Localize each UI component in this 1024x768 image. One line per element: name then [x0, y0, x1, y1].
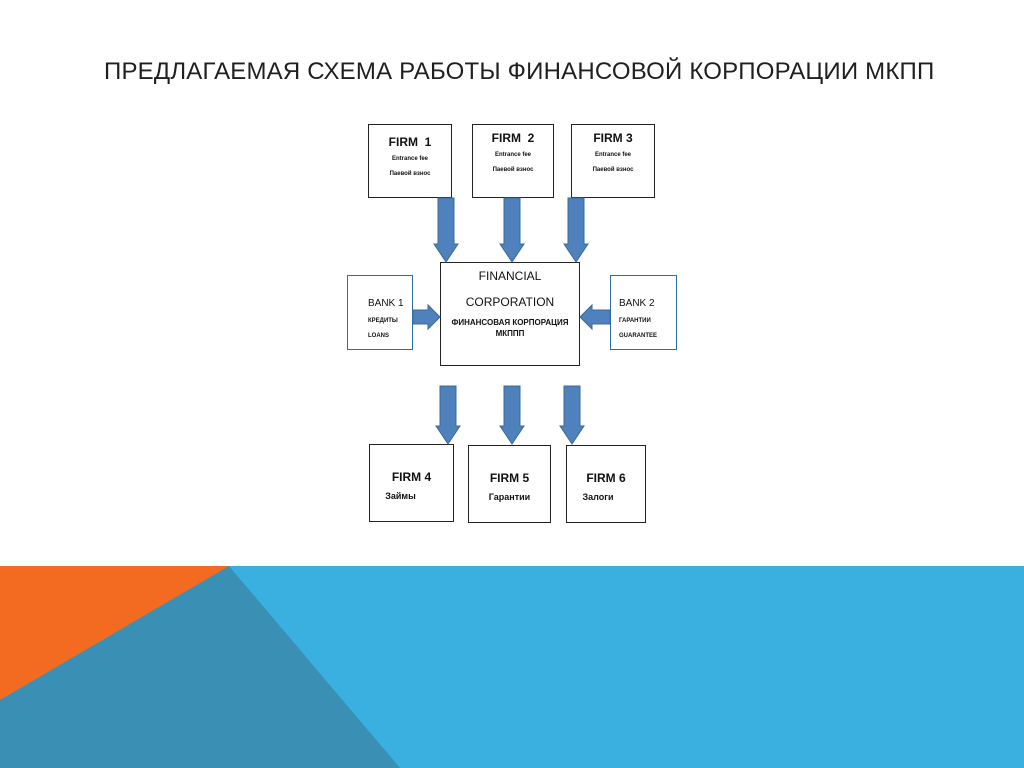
band-teal [0, 566, 400, 768]
arrow-corp-to-firm5 [499, 385, 525, 445]
bank-1-name: BANK 1 [368, 298, 404, 309]
firm-3-name: FIRM 3 [593, 131, 633, 145]
firm-2-name: FIRM 2 [491, 131, 535, 145]
arrow-corp-to-firm4 [435, 385, 461, 445]
firm-3-box: FIRM 3 Entrance fee Паевой взнос [571, 124, 655, 198]
firm-5-line1: Гарантии [488, 492, 531, 502]
bank-2-box: BANK 2 ГАРАНТИИ GUARANTEE [610, 275, 677, 350]
bank-2-name: BANK 2 [619, 298, 655, 309]
firm-4-name: FIRM 4 [391, 470, 432, 484]
slide-title: ПРЕДЛАГАЕМАЯ СХЕМА РАБОТЫ ФИНАНСОВОЙ КОР… [104, 58, 935, 85]
firm-6-name: FIRM 6 [586, 471, 626, 485]
firm-5-name: FIRM 5 [489, 471, 530, 485]
corporation-line4: МКППП [495, 329, 525, 338]
arrow-firm1-to-corp [433, 197, 459, 263]
corporation-line1: FINANCIAL [478, 269, 542, 283]
firm-4-box: FIRM 4 Займы [369, 444, 454, 522]
firm-3-line2: Паевой взнос [592, 167, 634, 173]
firm-1-line2: Паевой взнос [389, 171, 431, 177]
arrow-corp-to-firm6 [559, 385, 585, 445]
bank-2-line2: GUARANTEE [619, 333, 658, 339]
firm-3-line1: Entrance fee [594, 152, 631, 158]
firm-1-name: FIRM 1 [388, 135, 432, 149]
arrow-bank1-to-corp [412, 303, 441, 331]
bank-1-line2: LOANS [368, 333, 389, 339]
firm-2-line1: Entrance fee [494, 152, 531, 158]
arrow-bank2-to-corp [579, 303, 611, 331]
firm-6-box: FIRM 6 Залоги [566, 445, 646, 523]
firm-2-line2: Паевой взнос [492, 167, 534, 173]
firm-1-line1: Entrance fee [391, 156, 428, 162]
firm-4-line1: Займы [385, 491, 416, 501]
firm-6-line1: Залоги [582, 492, 614, 502]
firm-1-box: FIRM 1 Entrance fee Паевой взнос [368, 124, 452, 198]
corporation-line2: CORPORATION [465, 295, 555, 309]
bank-1-line1: КРЕДИТЫ [368, 318, 398, 324]
arrow-firm2-to-corp [499, 197, 525, 263]
bank-1-box: BANK 1 КРЕДИТЫ LOANS [347, 275, 413, 350]
firm-5-box: FIRM 5 Гарантии [468, 445, 551, 523]
bank-2-line1: ГАРАНТИИ [619, 318, 651, 324]
corporation-box: FINANCIAL CORPORATION ФИНАНСОВАЯ КОРПОРА… [440, 262, 580, 366]
corporation-line3: ФИНАНСОВАЯ КОРПОРАЦИЯ [451, 318, 569, 327]
arrow-firm3-to-corp [563, 197, 589, 263]
band-orange [0, 566, 229, 700]
